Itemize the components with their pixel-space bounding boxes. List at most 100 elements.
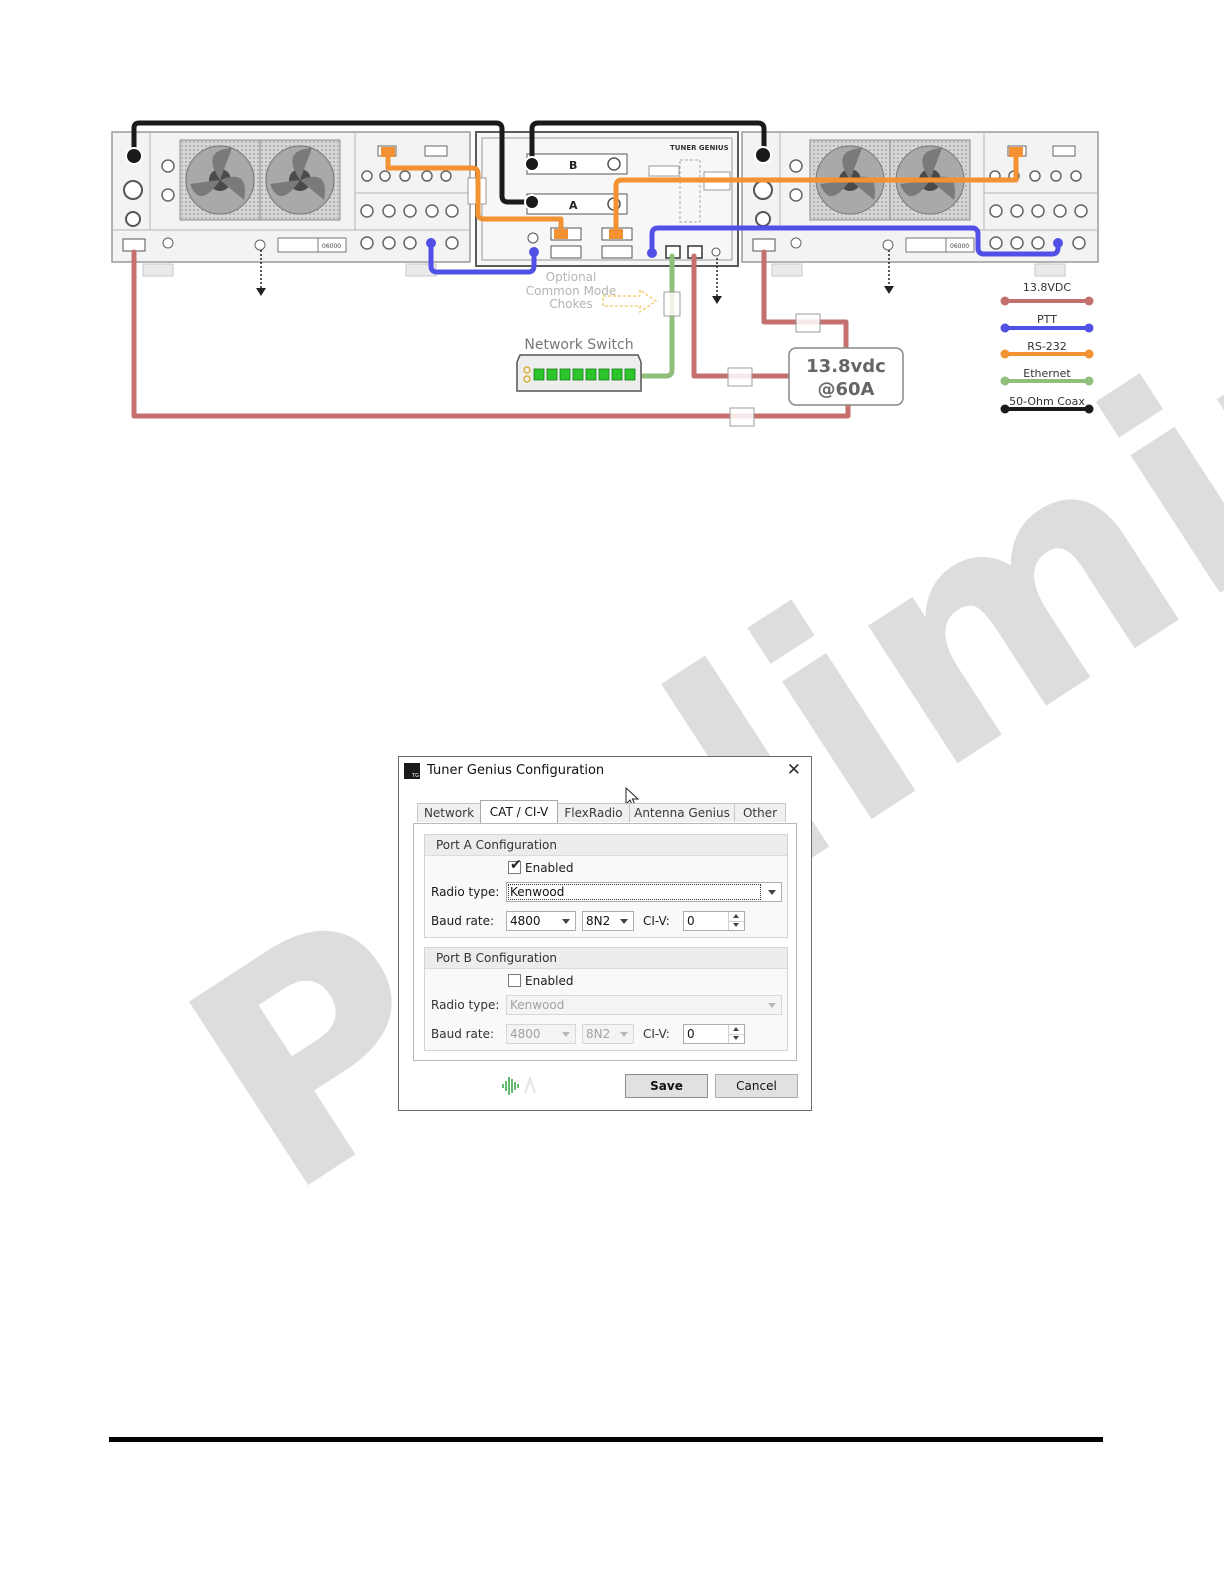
power-cable-tuner: [691, 253, 793, 379]
port-a-radio-type-value: Kenwood: [510, 885, 565, 899]
tab-network[interactable]: Network: [417, 803, 481, 822]
chevron-down-icon: [768, 1003, 776, 1008]
port-a-baud-value: 4800: [510, 914, 541, 928]
port-a-enabled-label: Enabled: [525, 861, 574, 875]
legend-swatch-end: [1084, 323, 1094, 333]
close-icon[interactable]: ✕: [786, 760, 801, 780]
port-b-group: Port B Configuration Enabled Radio type:…: [424, 947, 788, 1051]
rs232-cable-left: [385, 151, 564, 236]
port-a-header: Port A Configuration: [425, 835, 787, 856]
legend-label: RS-232: [1027, 340, 1067, 353]
ptt-cable-right: [649, 225, 1061, 257]
port-a-radio-type-label: Radio type:: [431, 885, 500, 899]
network-switch: [516, 354, 642, 392]
dialog-titlebar[interactable]: TG Tuner Genius Configuration ✕: [399, 757, 811, 785]
legend-swatch-end: [1000, 296, 1010, 306]
legend-swatch-end: [1000, 323, 1010, 333]
tuner-genius-unit: TUNER GENIUS B A: [467, 131, 739, 267]
chevron-down-icon: [768, 890, 776, 895]
amplifier-left: 06000: [111, 131, 471, 277]
tab-antenna-genius[interactable]: Antenna Genius: [629, 803, 735, 822]
port-a-format-select[interactable]: 8N2: [582, 911, 634, 931]
footer-rule: [109, 1437, 1103, 1442]
ethernet-cable: [637, 253, 675, 379]
legend-label: 50-Ohm Coax: [1009, 395, 1085, 408]
cancel-button[interactable]: Cancel: [715, 1074, 798, 1098]
chokes-label-line-2: Common Mode: [526, 284, 617, 298]
legend-swatch-end: [1000, 376, 1010, 386]
cat-civ-panel: Port A Configuration ✔ Enabled Radio typ…: [413, 823, 797, 1061]
port-b-radio-type-value: Kenwood: [510, 998, 565, 1012]
legend-label: 13.8VDC: [1023, 281, 1071, 294]
legend-swatch-end: [1000, 404, 1010, 414]
power-supply: 13.8vdc @60A: [788, 347, 904, 406]
port-a-civ-value: 0: [687, 914, 695, 928]
tuner-port-a: A: [569, 199, 578, 212]
coax-cable-left: [131, 120, 535, 205]
tuner-port-b: B: [569, 159, 577, 172]
power-supply-voltage: 13.8vdc: [806, 356, 886, 377]
port-a-civ-stepper[interactable]: 0: [683, 911, 745, 931]
port-b-format-select: 8N2: [582, 1024, 634, 1044]
port-b-format-value: 8N2: [586, 1027, 611, 1041]
port-a-group: Port A Configuration ✔ Enabled Radio typ…: [424, 834, 788, 938]
port-b-enabled-checkbox[interactable]: [508, 974, 521, 987]
port-b-header: Port B Configuration: [425, 948, 787, 969]
stepper-up-icon[interactable]: [729, 912, 744, 922]
legend-swatch-end: [1000, 349, 1010, 359]
stepper-down-icon[interactable]: [729, 1034, 744, 1043]
port-b-enabled-label: Enabled: [525, 974, 574, 988]
save-button[interactable]: Save: [625, 1074, 708, 1098]
chokes-label-line-1: Optional: [546, 270, 597, 284]
power-cable-left: [131, 249, 851, 419]
ptt-cable-left: [428, 240, 537, 275]
legend-swatch-end: [1084, 349, 1094, 359]
network-switch-label: Network Switch: [524, 337, 633, 353]
tuner-title: TUNER GENIUS: [670, 144, 729, 152]
tab-other[interactable]: Other: [734, 803, 786, 822]
chevron-down-icon: [620, 1032, 628, 1037]
port-b-radio-type-label: Radio type:: [431, 998, 500, 1012]
port-b-radio-type-select: Kenwood: [506, 995, 782, 1015]
dialog-title: Tuner Genius Configuration: [427, 763, 605, 778]
port-b-baud-select: 4800: [506, 1024, 576, 1044]
tab-cat-civ[interactable]: CAT / CI-V: [480, 800, 558, 823]
app-icon: TG: [404, 763, 420, 779]
port-a-format-value: 8N2: [586, 914, 611, 928]
serial-tag-right: 06000: [950, 243, 969, 250]
legend-label: Ethernet: [1023, 367, 1071, 380]
tuner-genius-config-dialog: TG Tuner Genius Configuration ✕ Network …: [398, 756, 812, 1111]
port-a-baud-label: Baud rate:: [431, 914, 495, 928]
legend-swatch-end: [1084, 404, 1094, 414]
port-a-baud-select[interactable]: 4800: [506, 911, 576, 931]
chokes-arrow: [602, 288, 658, 314]
legend-swatch-end: [1084, 376, 1094, 386]
port-b-baud-value: 4800: [510, 1027, 541, 1041]
chevron-down-icon: [562, 1032, 570, 1037]
port-a-enabled-checkbox[interactable]: ✔: [508, 857, 522, 874]
port-b-heading: Port B Configuration: [436, 951, 558, 965]
chevron-down-icon: [620, 919, 628, 924]
port-b-civ-value: 0: [687, 1027, 695, 1041]
port-a-heading: Port A Configuration: [436, 838, 558, 852]
brand-logo-icon: [502, 1075, 537, 1095]
coax-cable-right: [529, 120, 767, 167]
port-b-civ-stepper[interactable]: 0: [683, 1024, 745, 1044]
port-a-civ-label: CI-V:: [643, 914, 670, 928]
power-supply-current: @60A: [818, 379, 875, 400]
tab-flexradio[interactable]: FlexRadio: [557, 803, 630, 822]
legend-label: PTT: [1037, 313, 1057, 326]
legend-swatch-end: [1084, 296, 1094, 306]
rs232-cable-right: [613, 151, 1019, 236]
chevron-down-icon: [562, 919, 570, 924]
port-a-radio-type-select[interactable]: Kenwood: [506, 882, 782, 902]
stepper-down-icon[interactable]: [729, 921, 744, 930]
stepper-up-icon[interactable]: [729, 1025, 744, 1035]
port-b-civ-label: CI-V:: [643, 1027, 670, 1041]
checkmark-icon: ✔: [510, 857, 522, 873]
chokes-label-line-3: Chokes: [549, 297, 592, 311]
serial-tag-left: 06000: [322, 243, 341, 250]
port-b-baud-label: Baud rate:: [431, 1027, 495, 1041]
wiring-diagram: 06000 06000: [111, 120, 1099, 427]
